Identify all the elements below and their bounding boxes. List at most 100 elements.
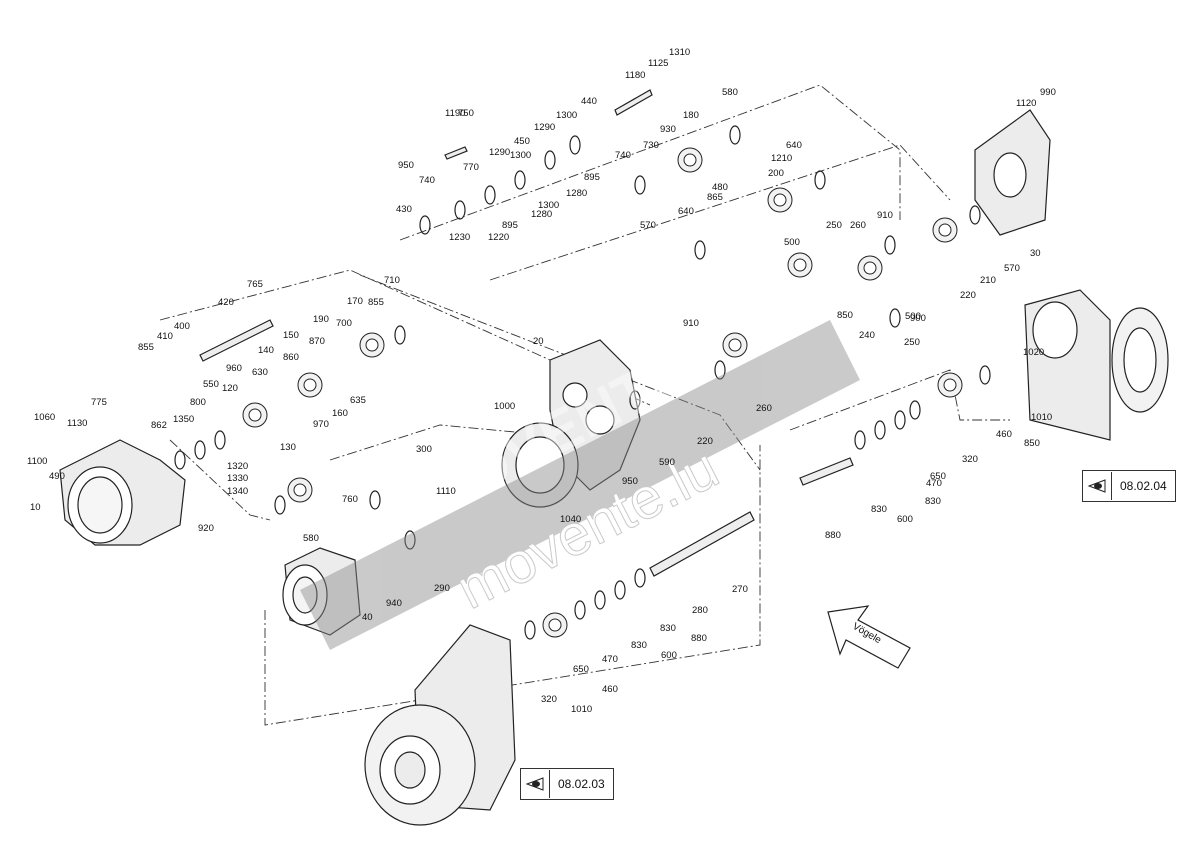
reference-box-080204[interactable]: 08.02.04 <box>1082 470 1176 502</box>
part-number-label: 430 <box>396 204 412 215</box>
part-number-label: 500 <box>905 311 921 322</box>
part-number-label: 650 <box>930 471 946 482</box>
part-number-label: 895 <box>502 220 518 231</box>
part-number-label: 320 <box>541 694 557 705</box>
part-number-label: 320 <box>962 454 978 465</box>
part-number-label: 830 <box>871 504 887 515</box>
motor-housing-right <box>1024 289 1169 441</box>
part-number-label: 1280 <box>566 188 587 199</box>
reference-code: 08.02.03 <box>558 777 605 791</box>
part-number-label: 730 <box>643 140 659 151</box>
part-number-label: 855 <box>368 297 384 308</box>
part-number-label: 1280 <box>531 209 552 220</box>
part-number-label: 400 <box>174 321 190 332</box>
part-number-label: 1290 <box>534 122 555 133</box>
part-number-label: 590 <box>659 457 675 468</box>
part-number-label: 740 <box>419 175 435 186</box>
part-number-label: 1300 <box>556 110 577 121</box>
eye-triangle-icon <box>1083 472 1112 500</box>
part-number-label: 635 <box>350 395 366 406</box>
part-number-label: 1220 <box>488 232 509 243</box>
part-number-label: 580 <box>303 533 319 544</box>
part-number-label: 895 <box>584 172 600 183</box>
part-number-label: 760 <box>342 494 358 505</box>
part-number-label: 150 <box>283 330 299 341</box>
part-number-label: 920 <box>198 523 214 534</box>
part-number-label: 870 <box>309 336 325 347</box>
part-number-label: 865 <box>707 192 723 203</box>
part-number-label: 570 <box>1004 263 1020 274</box>
part-number-label: 1350 <box>173 414 194 425</box>
part-number-label: 490 <box>49 471 65 482</box>
part-number-label: 1340 <box>227 486 248 497</box>
part-number-label: 1190 <box>445 108 465 119</box>
part-number-label: 460 <box>602 684 618 695</box>
part-number-label: 1120 <box>1016 98 1036 109</box>
part-number-label: 130 <box>280 442 296 453</box>
part-number-label: 240 <box>859 330 875 341</box>
part-number-label: 270 <box>732 584 748 595</box>
part-number-label: 1125 <box>648 58 668 69</box>
part-number-label: 1010 <box>1031 412 1052 423</box>
part-number-label: 580 <box>722 87 738 98</box>
shafts <box>199 89 854 577</box>
voegele-arrow: Vögele <box>827 605 911 669</box>
eye-triangle-icon <box>521 770 550 798</box>
part-number-label: 710 <box>384 275 400 286</box>
part-number-label: 862 <box>151 420 167 431</box>
part-number-label: 640 <box>786 140 802 151</box>
part-number-label: 420 <box>218 297 234 308</box>
part-number-label: 940 <box>386 598 402 609</box>
part-number-label: 1300 <box>510 150 531 161</box>
part-number-label: 1320 <box>227 461 248 472</box>
part-number-label: 190 <box>313 314 329 325</box>
part-number-label: 1000 <box>494 401 515 412</box>
motor-housing-bottom <box>364 624 516 826</box>
part-number-label: 910 <box>683 318 699 329</box>
part-number-label: 300 <box>416 444 432 455</box>
part-number-label: 1330 <box>227 473 248 484</box>
part-number-label: 160 <box>332 408 348 419</box>
end-cover-30 <box>974 109 1051 236</box>
part-number-label: 850 <box>1024 438 1040 449</box>
part-number-label: 880 <box>691 633 707 644</box>
part-number-label: 850 <box>837 310 853 321</box>
part-number-label: 260 <box>756 403 772 414</box>
part-number-label: 250 <box>826 220 842 231</box>
part-number-label: 830 <box>660 623 676 634</box>
part-number-label: 740 <box>615 150 631 161</box>
part-number-label: 570 <box>640 220 656 231</box>
part-number-label: 630 <box>252 367 268 378</box>
part-number-label: 650 <box>573 664 589 675</box>
part-number-label: 640 <box>678 206 694 217</box>
part-number-label: 960 <box>226 363 242 374</box>
part-number-label: 990 <box>1040 87 1056 98</box>
part-number-label: 30 <box>1030 248 1041 259</box>
part-number-label: 930 <box>660 124 676 135</box>
carrier-950 <box>501 422 579 508</box>
part-number-label: 1300 <box>538 200 559 211</box>
part-number-label: 1020 <box>1023 347 1044 358</box>
part-number-label: 20 <box>533 336 544 347</box>
flange-40 <box>282 547 361 636</box>
part-number-label: 280 <box>692 605 708 616</box>
part-number-label: 1310 <box>669 47 690 58</box>
part-number-label: 200 <box>768 168 784 179</box>
part-number-label: 765 <box>247 279 263 290</box>
part-number-label: 290 <box>434 583 450 594</box>
part-number-label: 40 <box>362 612 373 623</box>
part-number-label: 10 <box>30 502 41 513</box>
part-number-label: 460 <box>996 429 1012 440</box>
part-number-label: 480 <box>712 182 728 193</box>
part-number-label: 1230 <box>449 232 470 243</box>
reference-box-080203[interactable]: 08.02.03 <box>520 768 614 800</box>
part-number-label: 470 <box>602 654 618 665</box>
part-number-label: 550 <box>203 379 219 390</box>
part-number-label: 250 <box>904 337 920 348</box>
part-number-label: 600 <box>897 514 913 525</box>
part-number-label: 855 <box>138 342 154 353</box>
part-number-label: 470 <box>926 478 942 489</box>
part-number-label: 440 <box>581 96 597 107</box>
